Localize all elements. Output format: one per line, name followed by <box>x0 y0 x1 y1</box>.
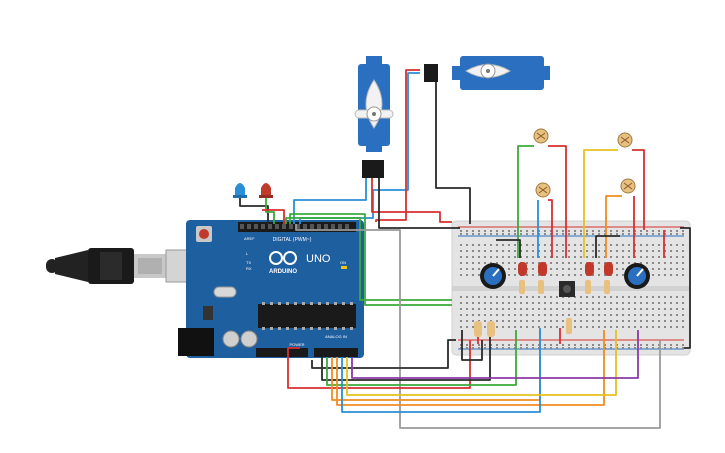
resistors <box>474 280 610 337</box>
analog-header <box>314 348 358 357</box>
arduino-logo: ARDUINO <box>269 251 297 275</box>
wires <box>239 69 691 429</box>
potentiometer-left <box>480 263 506 289</box>
power-header <box>256 348 308 357</box>
potentiometer-right <box>624 263 650 289</box>
photoresistor-4 <box>620 178 636 194</box>
photoresistor-3 <box>535 182 551 198</box>
svg-text:RX: RX <box>246 266 252 271</box>
atmega-chip <box>258 304 356 328</box>
servo-left <box>354 56 394 178</box>
pushbutton <box>559 281 575 297</box>
svg-text:TX: TX <box>246 260 251 265</box>
digital-label: DIGITAL (PWM~) <box>273 237 312 243</box>
model-label: UNO <box>306 253 331 265</box>
svg-text:POWER: POWER <box>289 342 304 347</box>
photoresistor-1 <box>533 128 549 144</box>
bb-leds <box>518 262 613 276</box>
photoresistor-2 <box>617 132 633 148</box>
svg-text:ANALOG IN: ANALOG IN <box>325 334 347 339</box>
svg-text:ON: ON <box>340 260 346 265</box>
photoresistors <box>533 128 636 198</box>
arduino-board: DIGITAL (PWM~) AREF ARDUINO UNO L TX RX … <box>178 220 364 358</box>
usb-cable <box>46 248 199 284</box>
servo-top <box>424 56 550 90</box>
svg-text:L: L <box>246 251 249 256</box>
led-blue <box>233 183 247 198</box>
power-jack <box>178 328 214 356</box>
svg-text:ARDUINO: ARDUINO <box>269 269 297 275</box>
aref-label: AREF <box>244 236 255 241</box>
led-red <box>259 183 273 198</box>
